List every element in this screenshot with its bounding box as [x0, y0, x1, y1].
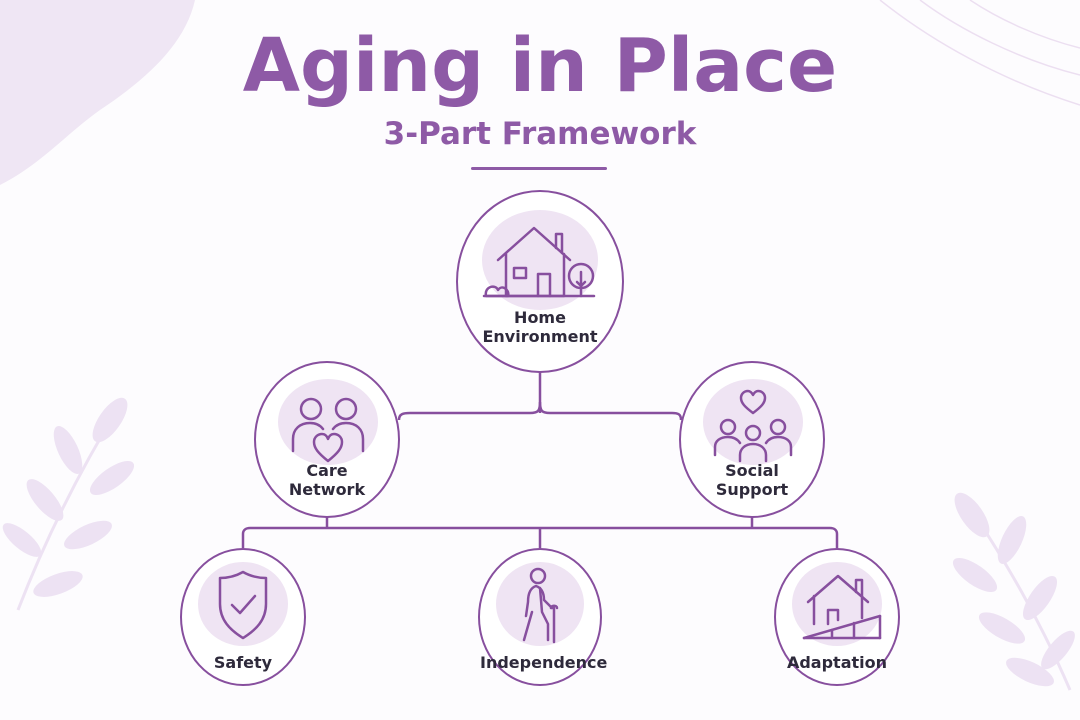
- independence-label: Independence: [480, 653, 608, 672]
- social-support-label-line1: Social: [725, 461, 779, 480]
- page-title: Aging in Place: [242, 23, 838, 109]
- shield-check-icon: [218, 570, 268, 640]
- page-subtitle: 3-Part Framework: [383, 116, 697, 152]
- social-support-label-line2: Support: [715, 480, 789, 499]
- safety-icon-circle: [198, 562, 288, 646]
- top-right-swirl-lines: [879, 0, 1080, 106]
- node-social-support[interactable]: Social Support: [679, 361, 825, 518]
- care-network-label-line1: Care: [306, 461, 348, 480]
- right-leaf-branch: [952, 492, 1075, 691]
- left-leaf-branch: [2, 397, 135, 611]
- adaptation-icon-circle: [792, 562, 882, 646]
- home-icon-circle: [482, 210, 598, 310]
- house-tree-icon: [482, 226, 596, 298]
- group-heart-icon: [713, 389, 793, 463]
- top-left-blob: [0, 0, 195, 185]
- connector-level2-bar: [397, 401, 683, 421]
- house-ramp-icon: [802, 574, 882, 640]
- title-divider: [471, 167, 607, 170]
- home-environment-label-line1: Home: [514, 308, 566, 327]
- node-independence[interactable]: Independence: [478, 548, 608, 686]
- node-adaptation[interactable]: Adaptation: [774, 548, 900, 686]
- node-care-network[interactable]: Care Network: [254, 361, 400, 518]
- safety-label: Safety: [213, 653, 273, 672]
- person-cane-icon: [522, 567, 559, 644]
- node-safety[interactable]: Safety: [180, 548, 306, 686]
- care-network-label-line2: Network: [288, 480, 366, 499]
- adaptation-label: Adaptation: [786, 653, 888, 672]
- care-icon-circle: [278, 379, 378, 465]
- home-environment-label-line2: Environment: [482, 327, 598, 346]
- node-home-environment[interactable]: Home Environment: [456, 190, 624, 373]
- independence-icon-circle: [496, 562, 584, 646]
- social-icon-circle: [703, 379, 803, 465]
- people-heart-icon: [291, 397, 365, 463]
